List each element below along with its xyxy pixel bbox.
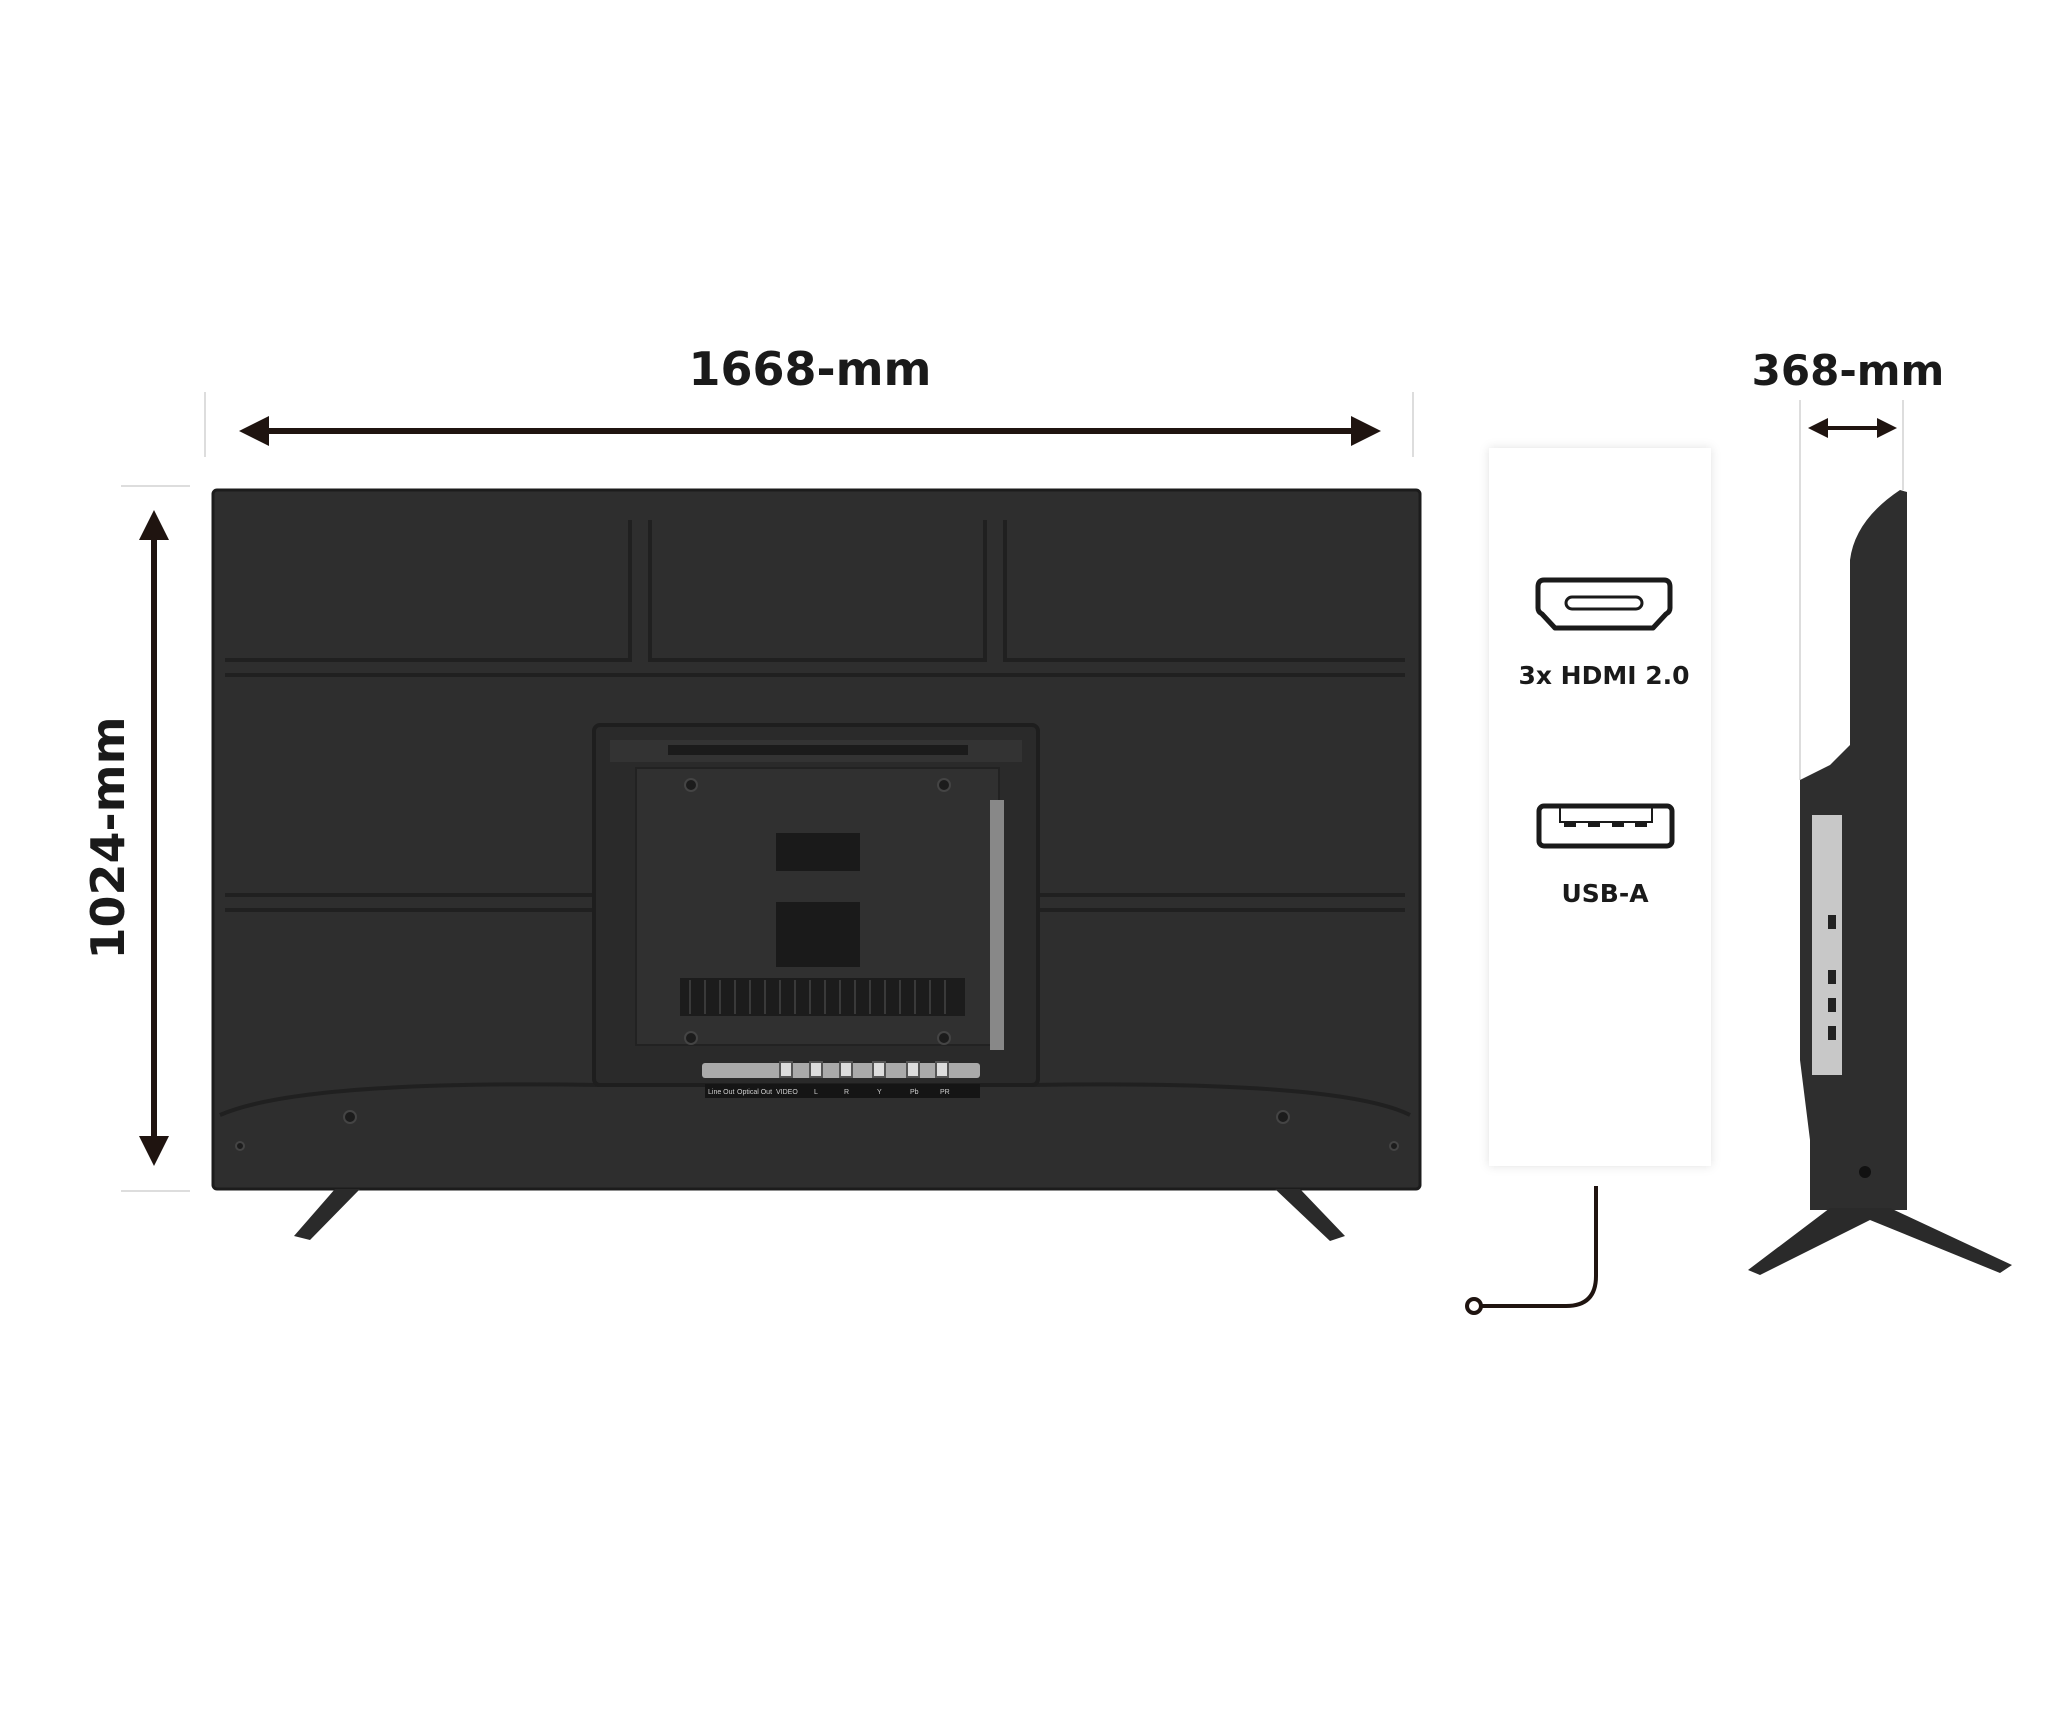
rear-port-label: Y (877, 1089, 882, 1096)
hdmi-port-icon (1535, 577, 1673, 631)
usb-a-port-icon (1536, 803, 1675, 849)
rear-port-label: L (814, 1089, 818, 1096)
tv-rear-view: Line Out Optical Out VIDEO L R Y Pb PR (211, 488, 1422, 1241)
width-dimension: 1668-mm (204, 342, 1414, 457)
right-stand (1275, 1189, 1345, 1241)
height-label: 1024-mm (81, 717, 135, 960)
tv-side-view (1748, 490, 2012, 1275)
callout-dot (1465, 1297, 1483, 1315)
ports-card: 3x HDMI 2.0 USB-A (1489, 448, 1711, 1166)
rear-port-label: VIDEO (776, 1089, 798, 1096)
height-dimension: 1024-mm (81, 485, 190, 1192)
left-stand (294, 1189, 360, 1240)
rear-port-label: Optical Out (737, 1089, 772, 1096)
rear-port-label: PR (940, 1089, 950, 1096)
rear-port-label: R (844, 1089, 849, 1096)
usb-a-port-label: USB-A (1561, 879, 1649, 908)
side-stand (1748, 1208, 2012, 1275)
callout-connector-line (1480, 1186, 1598, 1308)
rear-port-label: Pb (910, 1089, 919, 1096)
hdmi-port-label: 3x HDMI 2.0 (1518, 661, 1689, 690)
rear-port-label: Line Out (708, 1089, 735, 1096)
depth-dimension: 368-mm (1752, 346, 1945, 780)
width-label: 1668-mm (689, 342, 932, 396)
depth-label: 368-mm (1752, 346, 1945, 395)
